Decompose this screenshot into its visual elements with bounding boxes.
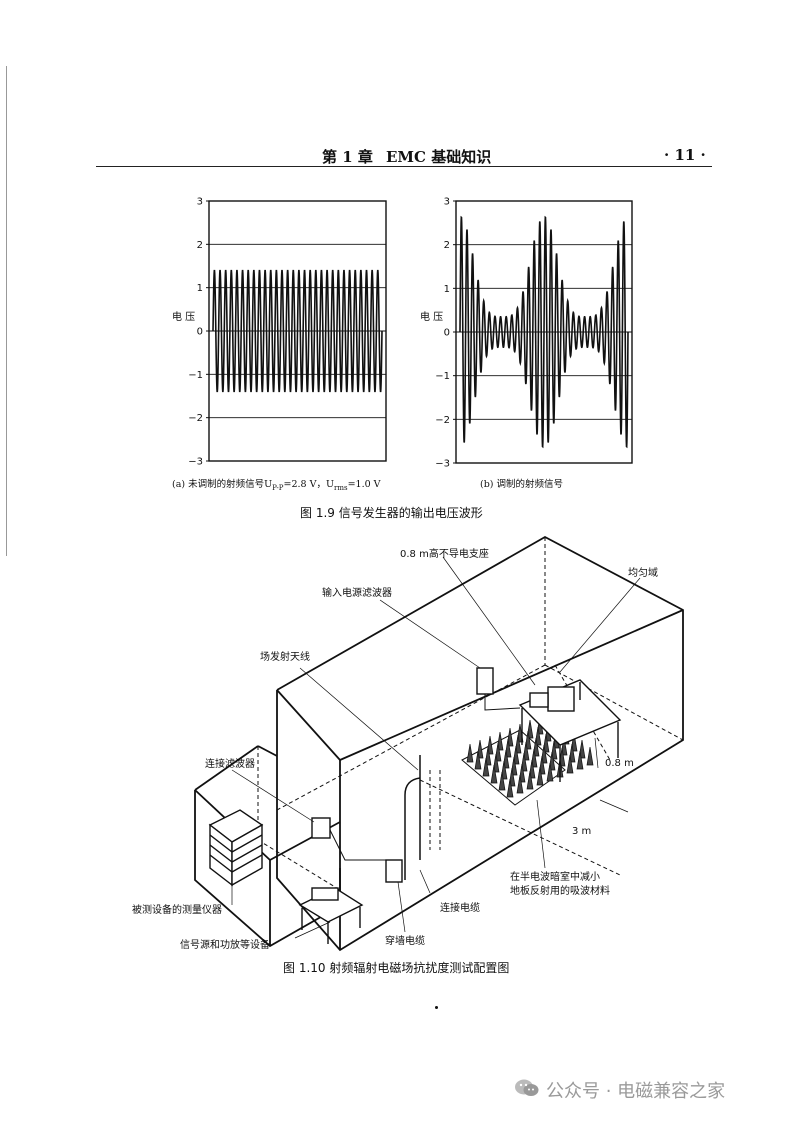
chart-a-ylabel: 电 压 — [172, 312, 196, 323]
figure-1-10-caption: 图 1.10 射频辐射电磁场抗扰度测试配置图 — [283, 961, 510, 975]
absorber-spike — [482, 757, 490, 777]
label-absorber-line2: 地板反射用的吸波材料 — [510, 886, 610, 897]
chart-1-tick-label: 1 — [444, 284, 450, 295]
chart-0-tick-label: 0 — [197, 327, 203, 338]
label-antenna: 场发射天线 — [260, 652, 310, 663]
chart-0-tick-label: −2 — [188, 413, 203, 424]
absorber-spike — [474, 750, 482, 770]
absorber-spike — [576, 750, 584, 770]
chart-1-tick-label: −3 — [435, 459, 450, 470]
chart-0-waveform — [212, 269, 383, 393]
input-filter-box — [476, 667, 494, 695]
label-height: 0.8 m — [605, 758, 634, 769]
chart-b-subcaption: (b) 调制的射频信号 — [480, 479, 564, 490]
label-distance: 3 m — [572, 826, 592, 837]
chart-1-tick-label: 3 — [444, 197, 450, 208]
chart-1-tick-label: −2 — [435, 415, 450, 426]
label-connect-cable: 连接电缆 — [440, 903, 480, 914]
absorber-spike — [506, 778, 514, 798]
signal-source-table — [298, 887, 364, 944]
absorber-spike — [566, 754, 574, 774]
scan-edge-line — [6, 66, 7, 556]
label-absorber-line1: 在半电波暗室中减小 — [510, 872, 600, 883]
chart-b-ylabel: 电 压 — [420, 312, 444, 323]
watermark-text: 公众号 · 电磁兼容之家 — [546, 1081, 726, 1102]
wall-feedthrough — [385, 859, 403, 883]
absorber-spike — [490, 764, 498, 784]
absorber-spike — [516, 774, 524, 794]
chart-0-tick-label: 3 — [197, 197, 203, 208]
connect-filter-box — [311, 817, 331, 839]
scan-dot — [435, 1006, 438, 1009]
label-input-filter: 输入电源滤波器 — [322, 588, 392, 599]
figure-1-9-caption: 图 1.9 信号发生器的输出电压波形 — [300, 506, 483, 520]
chart-1-waveform — [459, 215, 629, 449]
absorber-spike — [536, 766, 544, 786]
absorber-spike — [546, 762, 554, 782]
label-uniform-field: 均匀域 — [628, 568, 658, 579]
page-number: · 11 · — [664, 146, 706, 164]
label-stand: 0.8 m高不导电支座 — [400, 549, 489, 560]
absorber-spike — [466, 743, 474, 763]
header-rule — [96, 166, 712, 167]
label-signal-source: 信号源和功放等设备 — [180, 940, 270, 951]
chart-1-tick-label: 2 — [444, 240, 450, 251]
chart-0-tick-label: 1 — [197, 283, 203, 294]
chart-1-tick-label: −1 — [435, 371, 450, 382]
measurement-rack — [208, 809, 264, 887]
chart-0-tick-label: −1 — [188, 370, 203, 381]
chapter-number: 第 1 章 — [322, 148, 373, 166]
chart-0-tick-label: −3 — [188, 457, 203, 468]
absorber-spike — [586, 746, 594, 766]
eut-table — [518, 679, 622, 782]
label-wall-cable: 穿墙电缆 — [385, 936, 425, 947]
absorber-spike — [526, 770, 534, 790]
label-connect-filter: 连接滤波器 — [205, 759, 255, 770]
chart-a-subcaption: (a) 未调制的射频信号UP-P=2.8 V，Urms=1.0 V — [172, 479, 381, 492]
wechat-icon — [514, 1078, 540, 1098]
label-measurement-instrument: 被测设备的测量仪器 — [132, 905, 222, 916]
absorber-spike — [498, 771, 506, 791]
chart-0-tick-label: 2 — [197, 240, 203, 251]
chapter-title: EMC 基础知识 — [386, 148, 492, 166]
chart-1-tick-label: 0 — [444, 328, 450, 339]
